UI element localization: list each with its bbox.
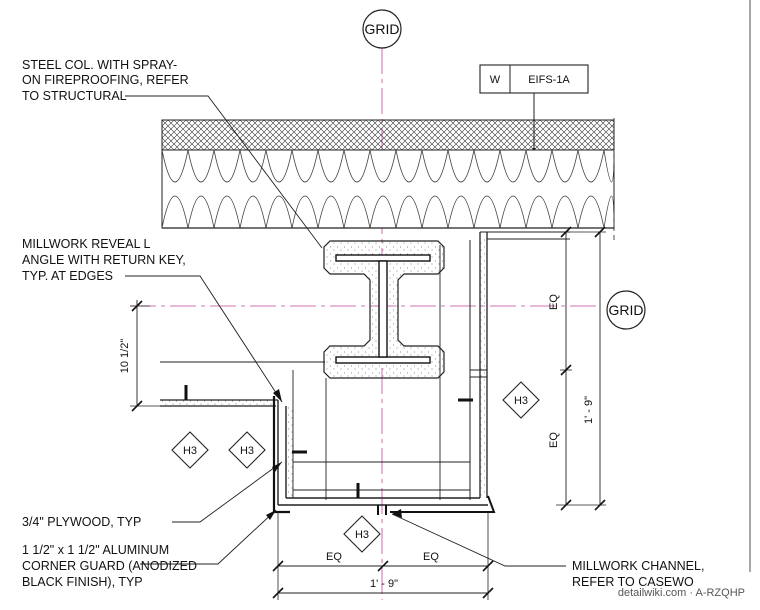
note-corner-guard-line-2: CORNER GUARD (ANODIZED — [22, 559, 197, 573]
dimension-right: EQ EQ 1' - 9" — [548, 226, 606, 511]
watermark: detailwiki.com · A-RZQHP — [618, 587, 745, 599]
dimension-left-label: 10 1/2" — [119, 339, 131, 374]
note-corner-guard: 1 1/2" x 1 1/2" ALUMINUM CORNER GUARD (A… — [22, 543, 197, 589]
dimension-right-eq-bottom: EQ — [548, 432, 560, 448]
note-millwork-reveal-line-3: TYP. AT EDGES — [22, 269, 113, 283]
wall-type-tag: W EIFS-1A — [479, 64, 589, 178]
note-plywood: 3/4" PLYWOOD, TYP — [22, 515, 141, 529]
millwork-enclosure — [160, 231, 570, 515]
dimension-bottom: EQ EQ 1' - 9" — [272, 512, 494, 600]
note-millwork-channel-line-1: MILLWORK CHANNEL, — [572, 559, 704, 573]
eifs-wall-assembly — [161, 118, 615, 240]
detail-tag-4-label: H3 — [355, 529, 369, 541]
detail-tag-1: H3 — [171, 431, 209, 469]
note-steel-column-line-1: STEEL COL. WITH SPRAY- — [22, 58, 177, 72]
dimension-bottom-eq-left: EQ — [326, 551, 342, 563]
dimension-left: 10 1/2" — [119, 300, 160, 412]
detail-tag-2-label: H3 — [240, 445, 254, 457]
grid-marker-right: GRID — [606, 290, 646, 330]
detail-tag-1-label: H3 — [183, 445, 197, 457]
detail-tag-3: H3 — [502, 381, 540, 419]
grid-marker-right-label: GRID — [609, 302, 644, 318]
dimension-bottom-eq-right: EQ — [423, 551, 439, 563]
note-millwork-reveal-line-1: MILLWORK REVEAL L — [22, 237, 151, 251]
wall-tag-type: EIFS-1A — [528, 74, 570, 86]
note-corner-guard-line-3: BLACK FINISH), TYP — [22, 575, 143, 589]
note-millwork-reveal-line-2: ANGLE WITH RETURN KEY, — [22, 253, 186, 267]
grid-marker-top-label: GRID — [365, 21, 400, 37]
detail-tag-3-label: H3 — [514, 395, 528, 407]
leader-arrowheads — [266, 389, 402, 520]
leader-lines — [125, 95, 566, 567]
note-steel-column-line-2: ON FIREPROOFING, REFER — [22, 73, 189, 87]
steel-column — [323, 240, 445, 379]
note-millwork-channel: MILLWORK CHANNEL, REFER TO CASEWO — [572, 559, 704, 589]
note-millwork-channel-line-2: REFER TO CASEWO — [572, 575, 694, 589]
note-millwork-reveal: MILLWORK REVEAL L ANGLE WITH RETURN KEY,… — [22, 237, 186, 283]
grid-marker-top: GRID — [362, 9, 402, 49]
note-steel-column: STEEL COL. WITH SPRAY- ON FIREPROOFING, … — [22, 58, 189, 103]
detail-tag-4: H3 — [343, 515, 381, 553]
dimension-bottom-total: 1' - 9" — [370, 578, 398, 590]
detail-tag-2: H3 — [228, 431, 266, 469]
note-corner-guard-line-1: 1 1/2" x 1 1/2" ALUMINUM — [22, 543, 169, 557]
wall-tag-code: W — [490, 74, 501, 86]
dimension-right-total: 1' - 9" — [583, 396, 595, 424]
note-steel-column-line-3: TO STRUCTURAL — [22, 89, 127, 103]
dimension-right-eq-top: EQ — [548, 294, 560, 310]
